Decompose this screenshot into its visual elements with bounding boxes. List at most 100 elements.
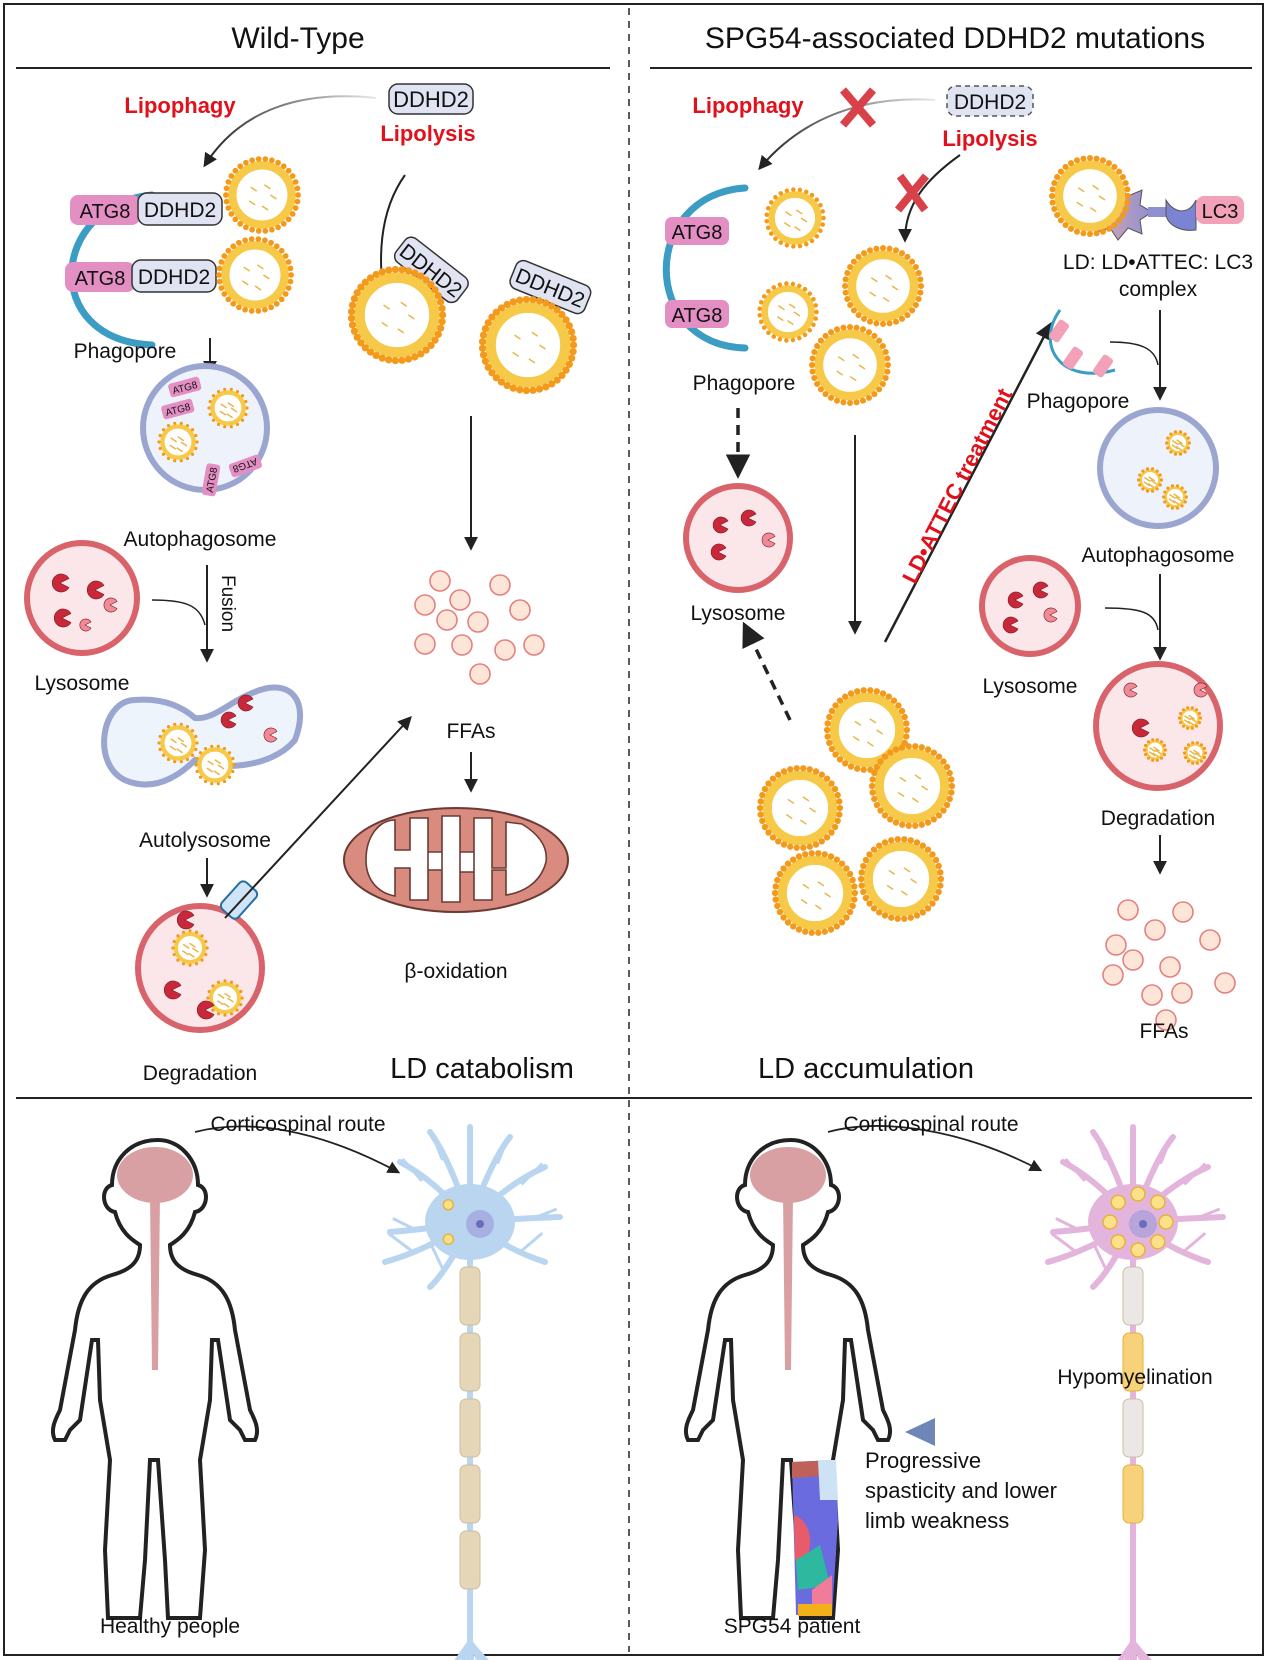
ffa-droplet bbox=[436, 609, 458, 631]
svg-text:LC3: LC3 bbox=[1202, 201, 1239, 223]
ffa-droplet bbox=[467, 611, 489, 633]
treatment-arrow bbox=[883, 321, 1052, 643]
enzyme-icon bbox=[51, 573, 70, 593]
lipid-droplet-icon bbox=[194, 744, 236, 786]
ffa-droplet bbox=[523, 634, 545, 656]
damaged-myelin-segment bbox=[1122, 1464, 1144, 1524]
enzyme-icon bbox=[263, 727, 278, 743]
enzyme-icon bbox=[220, 711, 237, 729]
ffa-droplet bbox=[451, 634, 473, 656]
neuronal-lipid-droplet bbox=[1102, 1214, 1118, 1230]
wt-lipophagy-label: Lipophagy bbox=[124, 93, 236, 118]
lipid-droplet-icon bbox=[157, 722, 199, 764]
figure-frame bbox=[3, 3, 1264, 1656]
ffa-droplet bbox=[1214, 972, 1236, 994]
ffa-droplet bbox=[1171, 982, 1193, 1004]
ffa-droplet bbox=[489, 574, 511, 596]
mut-lipolysis-arrow bbox=[898, 154, 961, 243]
wt-phagopore-label: Phagopore bbox=[74, 340, 177, 363]
svg-text:DDHD2: DDHD2 bbox=[138, 266, 210, 289]
affected-leg-muscles bbox=[792, 1460, 838, 1616]
myelin-segment bbox=[459, 1266, 481, 1326]
enzyme-icon bbox=[1123, 682, 1138, 698]
enzyme-icon bbox=[196, 1000, 215, 1020]
ffa-droplet bbox=[1141, 984, 1163, 1006]
mitochondrion-icon bbox=[343, 807, 569, 913]
mut-join-1 bbox=[1109, 341, 1159, 366]
mut-lipophagy-label: Lipophagy bbox=[692, 93, 804, 118]
mut-phagopore-label: Phagopore bbox=[693, 372, 796, 395]
enzyme-icon bbox=[176, 910, 195, 930]
lipid-droplet-icon bbox=[171, 929, 209, 967]
mut-lipolysis-label: Lipolysis bbox=[942, 126, 1037, 151]
healthy-route-arrow bbox=[194, 1125, 401, 1174]
ffa-droplet bbox=[414, 633, 436, 655]
mut-degradation-lysosome bbox=[1093, 661, 1223, 791]
svg-text:ATG8: ATG8 bbox=[672, 222, 723, 244]
ffa-droplet bbox=[494, 639, 516, 661]
wt-atg8-ddhd2-2: ATG8 DDHD2 bbox=[65, 259, 217, 293]
ffa-droplet bbox=[1144, 919, 1166, 941]
wt-ffa-cluster bbox=[414, 570, 545, 685]
patient-panel: Corticospinal route Hypomyelination Prog… bbox=[683, 1113, 1226, 1660]
neuronal-lipid-droplet bbox=[1158, 1214, 1174, 1230]
enzyme-icon bbox=[53, 608, 72, 628]
myelin-segment bbox=[1122, 1398, 1144, 1458]
wt-autophagosome-label: Autophagosome bbox=[124, 528, 277, 551]
lipid-droplet-icon bbox=[771, 850, 859, 936]
ffa-droplet bbox=[1172, 901, 1194, 923]
lipid-droplet-icon bbox=[756, 765, 844, 851]
wt-fusion-label: Fusion bbox=[217, 575, 238, 632]
svg-text:DDHD2: DDHD2 bbox=[144, 199, 216, 222]
wt-ddhd2-top: DDHD2 bbox=[388, 83, 474, 115]
wt-autolysosome-label: Autolysosome bbox=[139, 829, 271, 852]
enzyme-icon bbox=[710, 543, 727, 561]
lipid-droplet-icon bbox=[857, 836, 945, 922]
enzyme-icon bbox=[163, 980, 182, 1000]
healthy-spinal-cord bbox=[150, 1195, 160, 1370]
neuronal-lipid-droplet bbox=[1130, 1242, 1146, 1258]
neuronal-lipid-droplet bbox=[1150, 1194, 1166, 1210]
symptom-line2: spasticity and lower bbox=[865, 1478, 1057, 1503]
neuronal-lipid-droplet bbox=[442, 1233, 455, 1245]
enzyme-icon bbox=[237, 694, 254, 712]
patient-route-label: Corticospinal route bbox=[843, 1113, 1018, 1136]
mut-ffas-label: FFAs bbox=[1139, 1020, 1188, 1043]
lipid-droplet-icon bbox=[157, 421, 199, 463]
wildtype-panel: Lipophagy Lipolysis DDHD2 ATG8 DDHD2 ATG… bbox=[24, 83, 592, 1085]
wt-lipolysis-label: Lipolysis bbox=[380, 121, 475, 146]
symptom-arrowhead bbox=[905, 1418, 935, 1446]
enzyme-icon bbox=[79, 618, 92, 632]
mut-lysosome2-label: Lysosome bbox=[983, 675, 1078, 698]
lipid-droplets bbox=[157, 155, 1208, 1017]
wt-lipophagy-arrow bbox=[203, 95, 377, 168]
symptom-line1: Progressive bbox=[865, 1448, 981, 1473]
mut-ffa-cluster bbox=[1102, 899, 1236, 1031]
wt-fusion-join bbox=[151, 599, 206, 626]
lipid-droplet-icon bbox=[842, 245, 924, 327]
mut-footer-label: LD accumulation bbox=[758, 1053, 974, 1085]
mut-lysosome bbox=[683, 483, 793, 593]
treatment-label: LD•ATTEC treatment bbox=[897, 384, 1017, 588]
mut-autophagosome bbox=[1097, 407, 1219, 529]
atg8-tag: ATG8 bbox=[201, 463, 221, 497]
lysosomal-enzymes bbox=[51, 509, 1208, 1020]
neuronal-lipid-droplet bbox=[1110, 1194, 1126, 1210]
lipid-droplet-icon bbox=[764, 187, 826, 249]
myelin-segment bbox=[459, 1464, 481, 1524]
lipid-droplet-icon bbox=[868, 743, 956, 829]
mut-join-2 bbox=[1104, 607, 1159, 631]
mut-lysosome2 bbox=[979, 555, 1081, 657]
wt-footer-label: LD catabolism bbox=[390, 1053, 574, 1085]
wt-atg8-ddhd2-1: ATG8 DDHD2 bbox=[70, 192, 223, 226]
myelin-segment bbox=[1122, 1266, 1144, 1326]
lipid-droplet-icon bbox=[1162, 484, 1188, 510]
patient-spinal-cord bbox=[783, 1195, 793, 1370]
wildtype-title: Wild-Type bbox=[231, 22, 364, 55]
patient-caption: SPG54 patient bbox=[724, 1615, 861, 1638]
block-x-icon bbox=[839, 87, 877, 128]
neuronal-lipid-droplet bbox=[1110, 1234, 1126, 1250]
mut-lysosome-label: Lysosome bbox=[691, 602, 786, 625]
lipid-droplet-icon bbox=[478, 295, 578, 395]
svg-text:DDHD2: DDHD2 bbox=[393, 87, 469, 112]
